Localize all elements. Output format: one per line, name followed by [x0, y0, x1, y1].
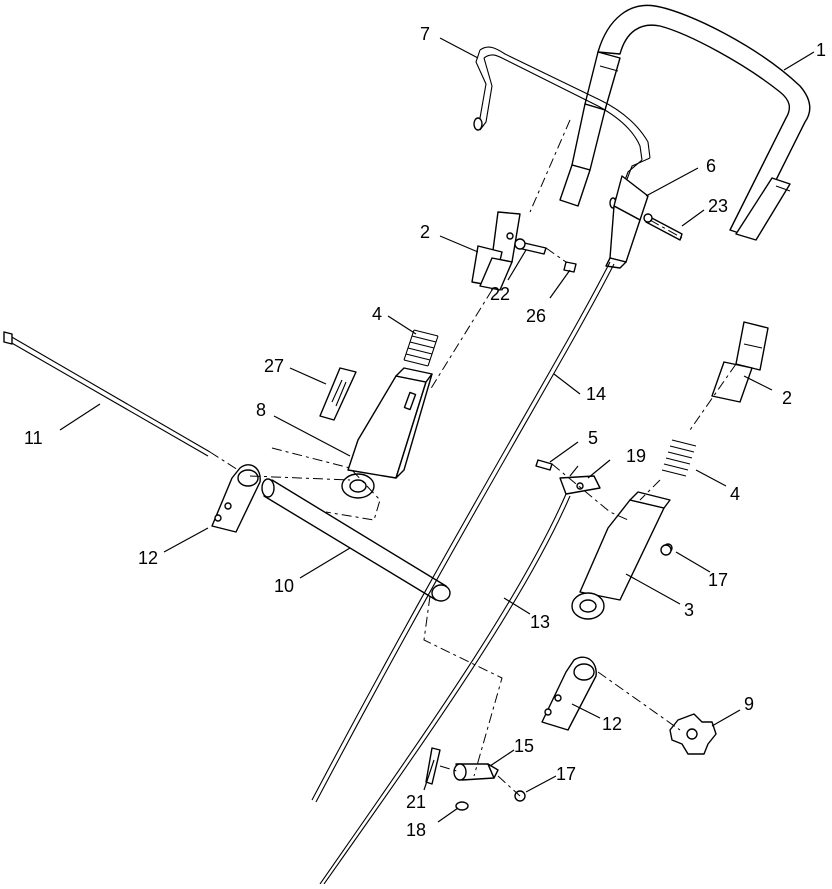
callout-26: 26 [526, 306, 546, 326]
spring-right [661, 439, 697, 477]
knob [669, 713, 717, 755]
cable-clip [535, 459, 601, 495]
callout-23: 23 [708, 196, 728, 216]
pivot-bracket-right [541, 656, 597, 731]
cable-connector [425, 544, 672, 811]
alignment-lines [209, 119, 737, 797]
callout-17-lower: 17 [556, 764, 576, 784]
upper-handle [559, 4, 811, 241]
leader-lines [59, 37, 815, 823]
callout-22: 22 [490, 284, 510, 304]
pivot-bracket-left [211, 464, 261, 533]
callout-3: 3 [684, 600, 694, 620]
callout-12-right: 12 [602, 714, 622, 734]
callout-17-upper: 17 [708, 570, 728, 590]
callout-labels: 1 7 6 23 2 22 26 4 27 8 11 12 10 14 2 5 … [24, 24, 826, 840]
cross-tube [261, 478, 451, 602]
callout-27: 27 [264, 356, 284, 376]
callout-19: 19 [626, 446, 646, 466]
cable-lower [319, 493, 571, 885]
callout-18: 18 [406, 820, 426, 840]
callout-10: 10 [274, 576, 294, 596]
callout-4-right: 4 [730, 484, 740, 504]
decal [319, 367, 357, 421]
callout-13: 13 [530, 612, 550, 632]
lower-handle-bracket [341, 367, 433, 499]
handle-tube-right [711, 321, 769, 403]
callout-21: 21 [406, 792, 426, 812]
callout-9: 9 [744, 694, 754, 714]
callout-6: 6 [706, 156, 716, 176]
callout-11: 11 [24, 428, 43, 448]
callout-4-upper: 4 [372, 304, 382, 324]
callout-8: 8 [256, 400, 266, 420]
callout-5: 5 [588, 428, 598, 448]
callout-12-left: 12 [138, 548, 158, 568]
cable-long [311, 261, 615, 803]
callout-2-upper: 2 [420, 222, 430, 242]
callout-14: 14 [586, 384, 606, 404]
callout-1: 1 [816, 40, 826, 60]
callout-15: 15 [514, 736, 534, 756]
cable-bracket [605, 175, 683, 269]
spring-upper [403, 329, 439, 367]
rod [3, 331, 211, 457]
lower-bracket-right [571, 491, 673, 620]
handle-tube-upper [471, 211, 577, 291]
callout-7: 7 [420, 24, 430, 44]
callout-2-right: 2 [782, 388, 792, 408]
